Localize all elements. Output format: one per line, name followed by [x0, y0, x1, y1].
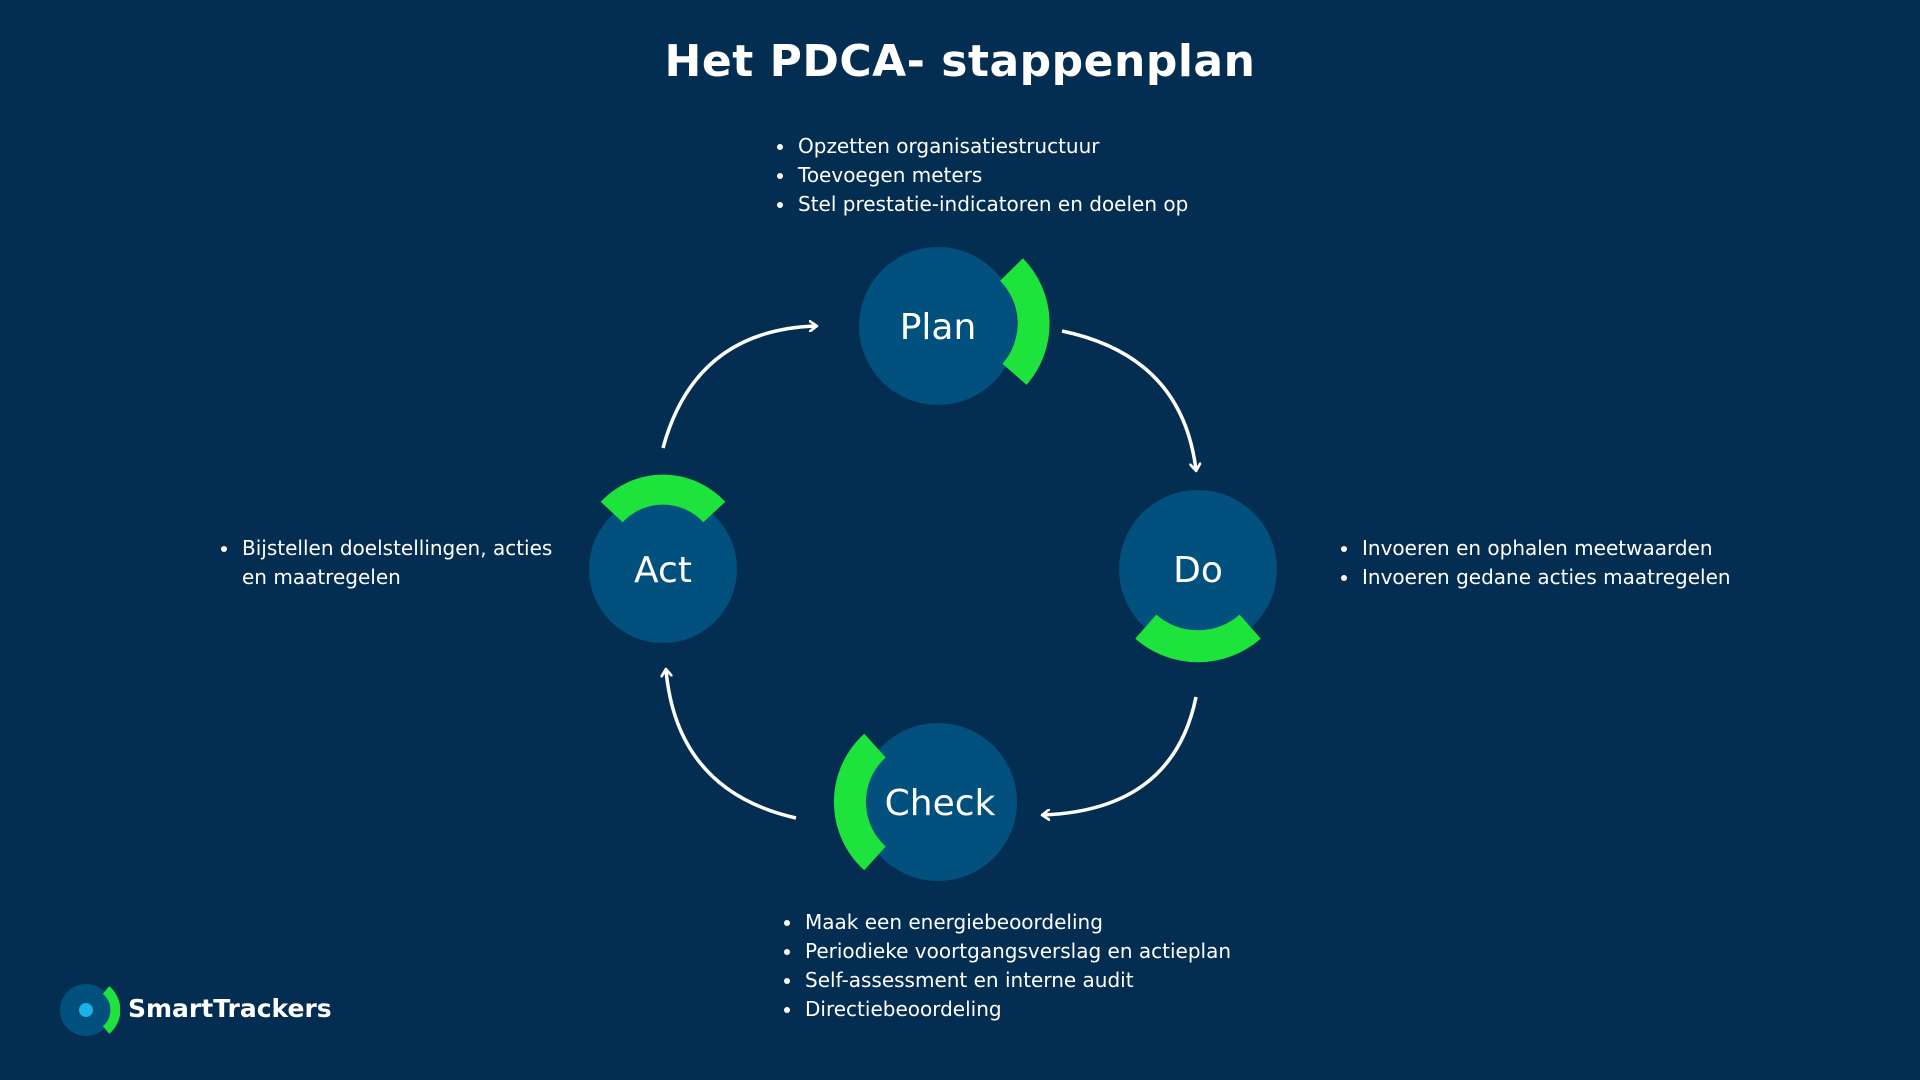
- list-item: Invoeren en ophalen meetwaarden: [1360, 534, 1731, 563]
- stage-check-accent-arc: [833, 733, 887, 871]
- stage-plan-circle: [859, 247, 1017, 405]
- stage-act-accent-arc: [600, 474, 726, 523]
- list-item: Directiebeoordeling: [803, 995, 1231, 1024]
- stage-act-label: Act: [634, 550, 692, 591]
- list-item: Bijstellen doelstellingen, acties en maa…: [240, 534, 580, 592]
- stage-plan-node: Plan: [859, 247, 1050, 405]
- page-title: Het PDCA- stappenplan: [664, 36, 1256, 87]
- arrow-act-to-plan: [661, 326, 816, 449]
- act-bullet-list: Bijstellen doelstellingen, acties en maa…: [214, 534, 580, 592]
- plan-bullet-list: Opzetten organisatiestructuur Toevoegen …: [770, 132, 1188, 219]
- arrow-do-to-check: [1043, 696, 1198, 815]
- logo-text: SmartTrackers: [128, 994, 332, 1023]
- arrow-check-to-act: [666, 670, 797, 820]
- stage-do-label: Do: [1173, 550, 1223, 591]
- list-item: Periodieke voortgangsverslag en actiepla…: [803, 937, 1231, 966]
- stage-act-node: Act: [589, 474, 737, 643]
- do-bullet-list: Invoeren en ophalen meetwaarden Invoeren…: [1334, 534, 1731, 592]
- list-item: Self-assessment en interne audit: [803, 966, 1231, 995]
- check-bullet-list: Maak een energiebeoordeling Periodieke v…: [777, 908, 1231, 1024]
- smarttrackers-logo-icon: [60, 984, 120, 1036]
- stage-do-node: Do: [1119, 490, 1277, 663]
- stage-check-node: Check: [833, 723, 1017, 881]
- arrow-plan-to-do: [1061, 329, 1196, 470]
- list-item: Opzetten organisatiestructuur: [796, 132, 1188, 161]
- stage-do-accent-arc: [1135, 614, 1261, 663]
- stage-plan-accent-arc: [999, 258, 1050, 385]
- stage-check-circle: [859, 723, 1017, 881]
- list-item: Maak een energiebeoordeling: [803, 908, 1231, 937]
- stage-plan-label: Plan: [900, 307, 977, 348]
- list-item: Invoeren gedane acties maatregelen: [1360, 563, 1731, 592]
- stage-check-label: Check: [885, 783, 996, 824]
- list-item: Stel prestatie-indicatoren en doelen op: [796, 190, 1188, 219]
- list-item: Toevoegen meters: [796, 161, 1188, 190]
- stage-do-circle: [1119, 490, 1277, 648]
- stage-act-circle: [589, 495, 737, 643]
